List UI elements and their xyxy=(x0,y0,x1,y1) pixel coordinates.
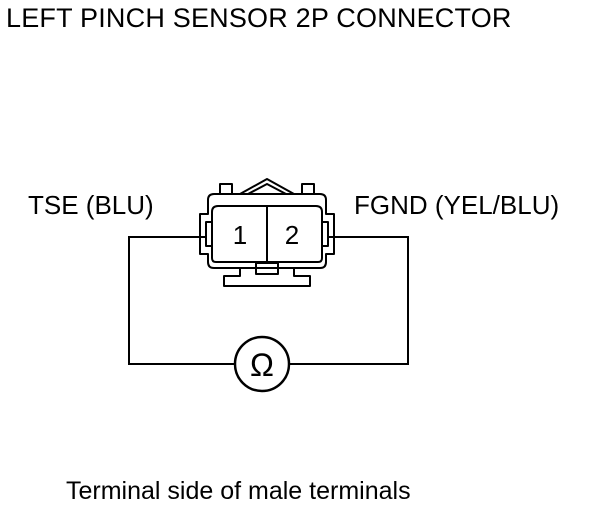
pin-1-label: 1 xyxy=(233,220,247,250)
diagram-title: LEFT PINCH SENSOR 2P CONNECTOR xyxy=(6,3,512,33)
footer-note: Terminal side of male terminals xyxy=(66,477,411,505)
right-wire xyxy=(290,236,409,365)
left-wire xyxy=(128,236,234,365)
connector-housing xyxy=(199,178,335,287)
pin-2-label: 2 xyxy=(285,220,299,250)
ohm-symbol: Ω xyxy=(250,347,274,383)
ohmmeter-icon: Ω xyxy=(233,335,291,393)
left-wire-label: TSE (BLU) xyxy=(28,190,154,220)
right-wire-label: FGND (YEL/BLU) xyxy=(354,190,559,220)
